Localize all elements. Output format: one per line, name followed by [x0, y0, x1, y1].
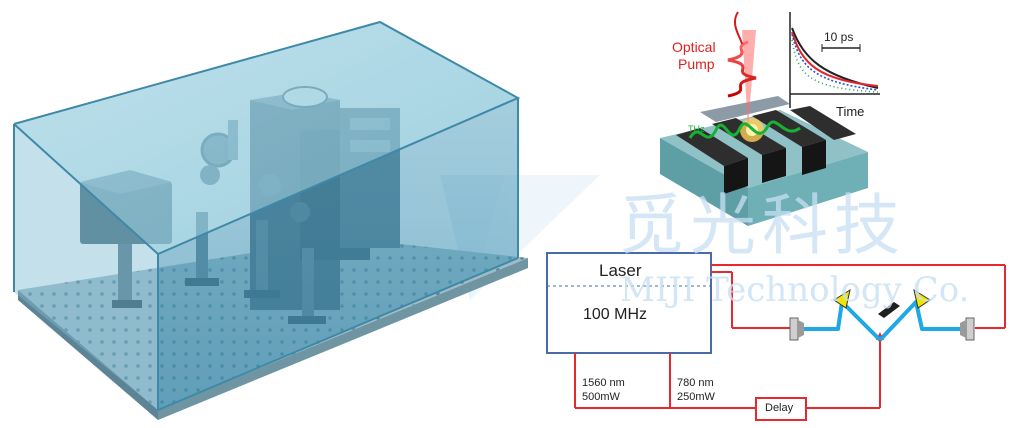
- laser-box: [546, 252, 712, 354]
- rep-rate-label: 100 MHz: [583, 306, 648, 323]
- delay-label: Delay: [765, 402, 794, 414]
- setup-schematic: [546, 252, 1006, 421]
- sample-plate: [878, 302, 900, 318]
- left-detector: [789, 317, 804, 341]
- thz-beam-right: [878, 300, 960, 342]
- watermark-english: MIJI Technology Co.: [620, 270, 970, 310]
- right-detector: [960, 317, 975, 341]
- beam2-power: 250mW: [677, 391, 715, 403]
- beam1-power: 500mW: [582, 391, 620, 403]
- time-axis-label: Time: [836, 104, 865, 119]
- beam1-wavelength: 1560 nm: [582, 377, 625, 389]
- decay-plot: [789, 12, 880, 108]
- thz-beam-left: [804, 300, 882, 342]
- mirror-right: [913, 288, 931, 309]
- pump-label-line1: Optical: [672, 39, 716, 55]
- time-scale-label: 10 ps: [824, 30, 854, 44]
- enclosure-render: [13, 20, 528, 420]
- beam2-wavelength: 780 nm: [677, 377, 714, 389]
- pump-label-line2: Pump: [678, 56, 715, 72]
- watermark-chinese: 觅光科技: [618, 187, 906, 264]
- thz-inset: [660, 11, 880, 226]
- thz-label: THz: [688, 124, 705, 134]
- laser-label: Laser: [599, 261, 642, 280]
- glass-enclosure: [13, 20, 521, 411]
- mirror-left: [833, 288, 851, 309]
